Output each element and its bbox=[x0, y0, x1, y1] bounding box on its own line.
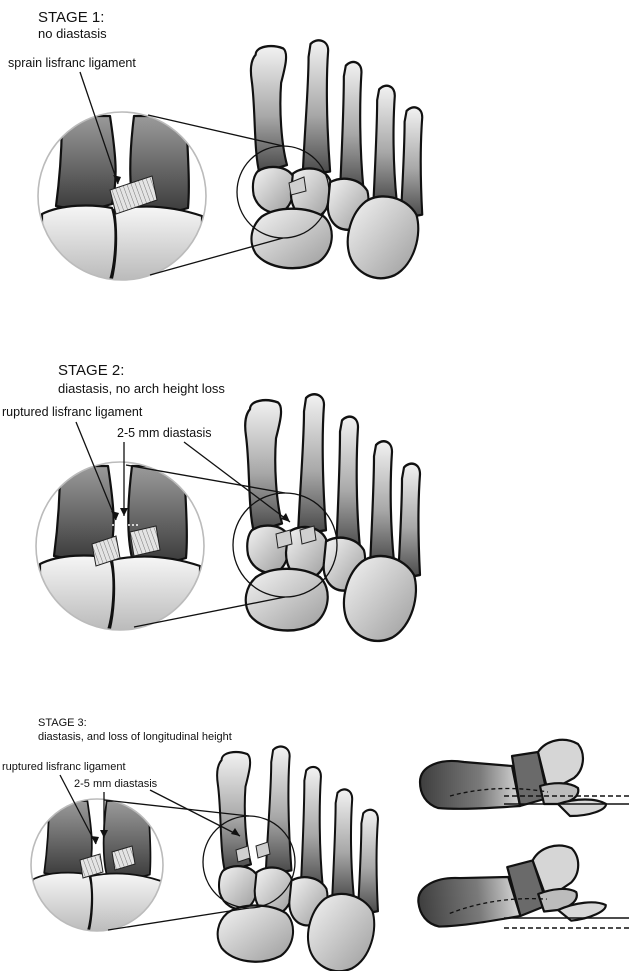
stage-2-zoom-inset bbox=[30, 450, 220, 640]
stage-2-diastasis-label: 2-5 mm diastasis bbox=[117, 426, 211, 440]
stage-3-panel: STAGE 3: diastasis, and loss of longitud… bbox=[2, 717, 629, 971]
stage-3-lateral-view-top bbox=[420, 740, 629, 816]
stage-3-lateral-view-bottom bbox=[414, 841, 629, 936]
stage-3-title: STAGE 3: bbox=[38, 717, 87, 729]
stage-1-panel: STAGE 1: no diastasis sprain lisfranc li… bbox=[8, 9, 422, 290]
stage-2-subtitle: diastasis, no arch height loss bbox=[58, 381, 225, 396]
stage-1-subtitle: no diastasis bbox=[38, 26, 107, 41]
stage-3-ligament-label: ruptured lisfranc ligament bbox=[2, 761, 126, 773]
stage-2-title: STAGE 2: bbox=[58, 362, 124, 379]
stage-1-ligament-label: sprain lisfranc ligament bbox=[8, 56, 136, 70]
stage-2-ligament-label: ruptured lisfranc ligament bbox=[2, 405, 143, 419]
stage-1-title: STAGE 1: bbox=[38, 9, 104, 26]
stage-1-zoom-inset bbox=[30, 100, 220, 290]
stage-3-subtitle: diastasis, and loss of longitudinal heig… bbox=[38, 731, 232, 743]
stage-2-panel: STAGE 2: diastasis, no arch height loss … bbox=[2, 362, 420, 641]
stage-3-diastasis-label: 2-5 mm diastasis bbox=[74, 778, 158, 790]
stage-2-foot-diagram bbox=[245, 394, 420, 641]
stage-1-foot-diagram bbox=[251, 40, 422, 278]
